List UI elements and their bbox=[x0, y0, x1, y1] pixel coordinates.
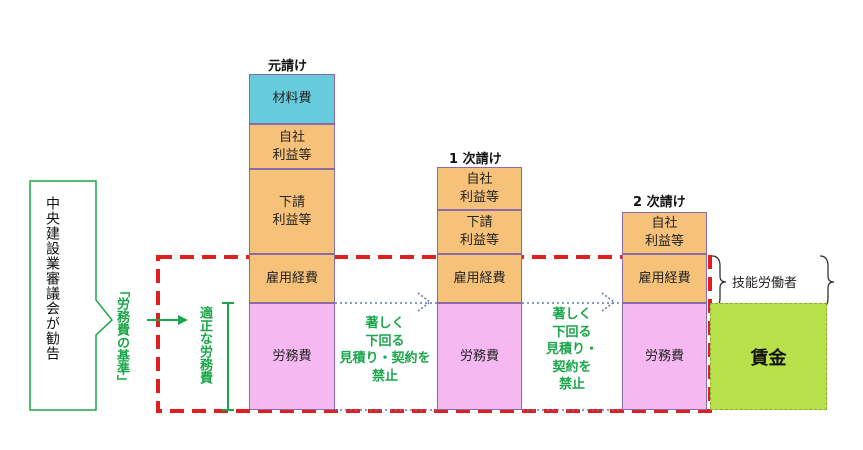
gensouke-sub-profit-label: 下請 利益等 bbox=[272, 194, 312, 228]
council-arrow-head bbox=[178, 315, 188, 325]
prohibition-text-1: 著しく 下回る 見積り・契約を 禁止 bbox=[339, 316, 431, 384]
gensouke-own-profit-label: 自社 利益等 bbox=[272, 129, 312, 163]
proper-labor-label: 適正な労務費 bbox=[197, 306, 212, 384]
ichiji-own-profit-block: 自社 利益等 bbox=[437, 167, 522, 210]
ichiji-own-profit-label: 自社 利益等 bbox=[459, 171, 499, 205]
column-header-gensouke: 元請け bbox=[268, 59, 308, 74]
material-cost-block: 材料費 bbox=[249, 74, 335, 124]
column-header-ichiji: 1 次請け bbox=[449, 152, 502, 167]
skilled-worker-label: 技能労働者 bbox=[732, 276, 798, 291]
ichiji-labor-block: 労務費 bbox=[437, 303, 522, 410]
wage-block: 賃金 bbox=[710, 303, 827, 410]
worker-brace-left bbox=[711, 255, 727, 309]
labor-standard-label: 「労務費の基準」 bbox=[114, 284, 129, 388]
niji-employment-block: 雇用経費 bbox=[622, 254, 707, 303]
material-cost-label: 材料費 bbox=[272, 91, 312, 107]
gensouke-labor-label: 労務費 bbox=[272, 348, 312, 364]
gensouke-sub-profit-block: 下請 利益等 bbox=[249, 169, 335, 254]
ichiji-labor-label: 労務費 bbox=[459, 348, 499, 364]
niji-labor-block: 労務費 bbox=[622, 303, 707, 410]
council-recommend-label: 中央建設業審議会が勧告 bbox=[44, 196, 60, 361]
council-callout-box bbox=[29, 180, 114, 411]
gensouke-employment-block: 雇用経費 bbox=[249, 254, 335, 303]
column-header-niji: 2 次請け bbox=[633, 195, 686, 210]
gensouke-own-profit-block: 自社 利益等 bbox=[249, 124, 335, 169]
niji-own-profit-label: 自社 利益等 bbox=[644, 216, 684, 249]
chevron-arrow-2 bbox=[601, 292, 616, 312]
niji-labor-label: 労務費 bbox=[644, 348, 684, 364]
prohibition-text-2: 著しく 下回る 見積り・ 契約を 禁止 bbox=[545, 307, 598, 393]
worker-brace-right bbox=[819, 255, 835, 309]
ichiji-sub-profit-label: 下請 利益等 bbox=[459, 215, 499, 248]
gensouke-labor-block: 労務費 bbox=[249, 303, 335, 410]
niji-employment-label: 雇用経費 bbox=[638, 270, 691, 286]
niji-own-profit-block: 自社 利益等 bbox=[622, 212, 707, 254]
ichiji-sub-profit-block: 下請 利益等 bbox=[437, 210, 522, 254]
gensouke-employment-label: 雇用経費 bbox=[265, 270, 318, 286]
ichiji-employment-label: 雇用経費 bbox=[453, 270, 506, 286]
ichiji-employment-block: 雇用経費 bbox=[437, 254, 522, 303]
wage-label: 賃金 bbox=[750, 347, 787, 369]
chevron-arrow-1 bbox=[417, 292, 432, 312]
